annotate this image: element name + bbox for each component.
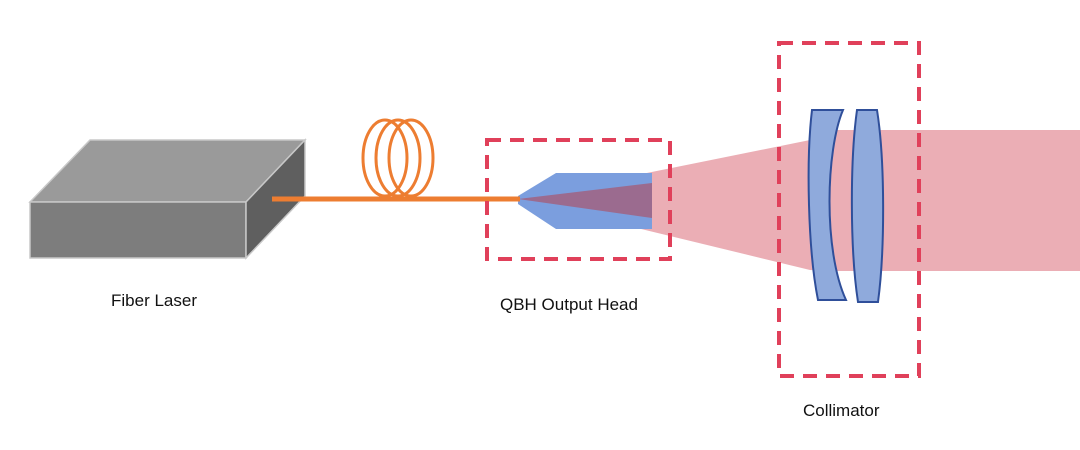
coil-loop-1 bbox=[361, 118, 409, 198]
fiber-laser-label: Fiber Laser bbox=[111, 291, 197, 310]
coil-loop-2 bbox=[374, 118, 422, 198]
concave-lens bbox=[807, 109, 848, 301]
coil-loop-3 bbox=[387, 118, 435, 198]
laser-box-front bbox=[29, 201, 247, 259]
collimator-label: Collimator bbox=[803, 401, 880, 420]
convex-lens bbox=[850, 109, 885, 303]
qbh-output-head-label: QBH Output Head bbox=[500, 295, 638, 314]
divergent-beam bbox=[518, 140, 810, 270]
collimator-dashed-box bbox=[777, 41, 921, 378]
fiber-coil bbox=[361, 118, 435, 198]
qbh-dashed-box bbox=[485, 138, 672, 261]
beam-inside-qbh bbox=[518, 183, 652, 218]
fiber-laser-box bbox=[28, 138, 307, 260]
